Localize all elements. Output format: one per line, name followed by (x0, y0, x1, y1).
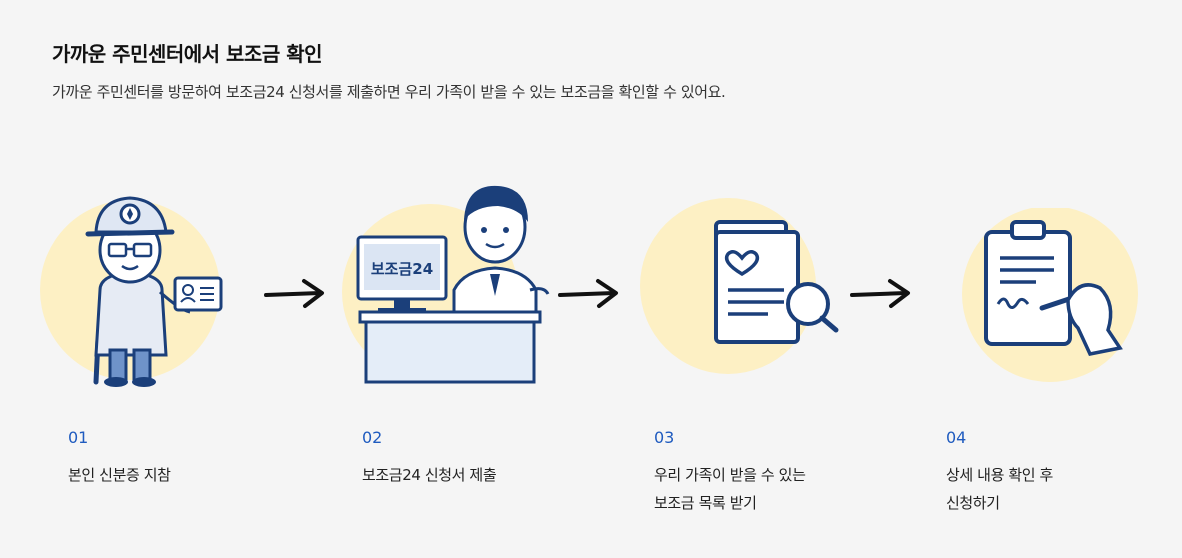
monitor-label: 보조금24 (371, 260, 433, 278)
clipboard-signing-illustration (962, 208, 1138, 382)
arrow-right-icon (264, 279, 324, 308)
step-3: 03 우리 가족이 받을 수 있는 보조금 목록 받기 (654, 428, 894, 517)
step-2: 02 보조금24 신청서 제출 (362, 428, 602, 489)
document-magnifier-illustration (640, 198, 839, 374)
step-text: 보조금24 신청서 제출 (362, 466, 497, 484)
arrow-right-icon (850, 279, 910, 308)
arrow-right-icon (558, 279, 618, 308)
step-number: 01 (68, 428, 89, 447)
step-number: 03 (654, 428, 675, 447)
step-text: 상세 내용 확인 후 신청하기 (946, 466, 1053, 512)
clerk-desk-illustration: 보조금24 (342, 185, 550, 384)
step-number: 02 (362, 428, 383, 447)
elderly-man-id-illustration (40, 196, 223, 387)
step-number: 04 (946, 428, 967, 447)
step-text: 본인 신분증 지참 (68, 466, 171, 484)
step-4: 04 상세 내용 확인 후 신청하기 (946, 428, 1182, 517)
page-title: 가까운 주민센터에서 보조금 확인 (52, 42, 323, 66)
step-1: 01 본인 신분증 지참 (68, 428, 308, 489)
step-text: 우리 가족이 받을 수 있는 보조금 목록 받기 (654, 466, 806, 512)
page-description: 가까운 주민센터를 방문하여 보조금24 신청서를 제출하면 우리 가족이 받을… (52, 83, 726, 101)
